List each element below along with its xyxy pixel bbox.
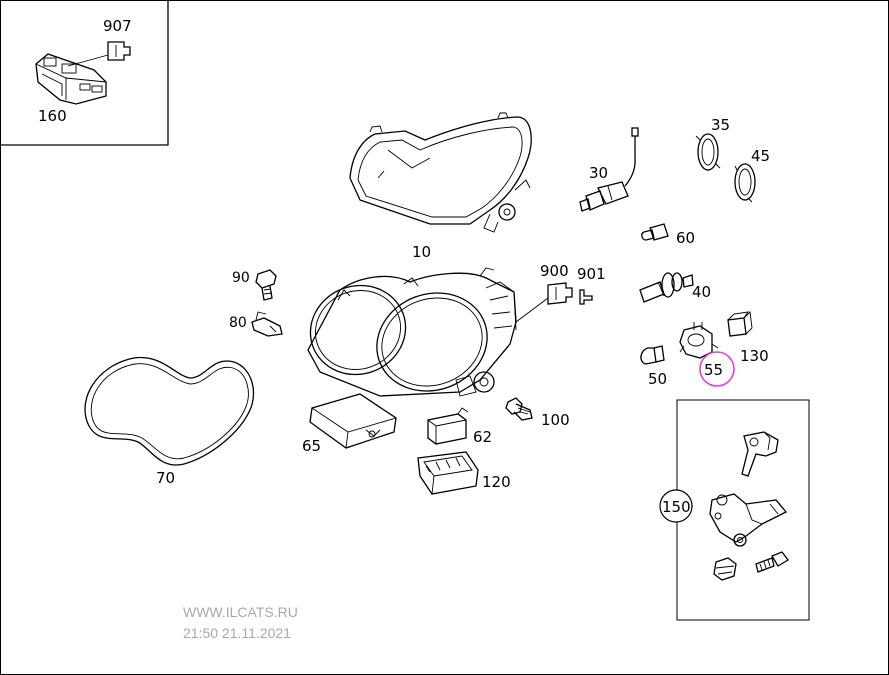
label-900[interactable]: 900 — [540, 262, 569, 280]
part-907-connector[interactable] — [107, 41, 131, 61]
label-55[interactable]: 55 — [704, 361, 723, 379]
label-130[interactable]: 130 — [740, 347, 769, 365]
label-90[interactable]: 90 — [232, 270, 250, 286]
label-120[interactable]: 120 — [482, 473, 511, 491]
label-65[interactable]: 65 — [302, 437, 321, 455]
part-150-nut[interactable] — [713, 557, 737, 581]
part-60-small-bulb[interactable] — [641, 223, 669, 241]
inset-box-150 — [676, 399, 810, 621]
headlamp-lens-assembly[interactable] — [298, 267, 517, 406]
label-62[interactable]: 62 — [473, 428, 492, 446]
label-100[interactable]: 100 — [541, 411, 570, 429]
label-907[interactable]: 907 — [103, 17, 132, 35]
label-901[interactable]: 901 — [577, 265, 606, 283]
part-100-screw[interactable] — [505, 397, 533, 421]
label-35[interactable]: 35 — [711, 116, 730, 134]
part-62-cover[interactable] — [427, 407, 469, 445]
part-30-bulb-with-lead[interactable] — [579, 127, 639, 212]
part-35-retaining-ring[interactable] — [695, 133, 721, 171]
part-900-connector[interactable] — [547, 282, 573, 305]
label-30[interactable]: 30 — [589, 164, 608, 182]
label-60[interactable]: 60 — [676, 229, 695, 247]
part-150-bracket-top[interactable] — [741, 431, 779, 477]
inset-box-top-left — [0, 0, 169, 146]
part-45-ring[interactable] — [734, 163, 756, 203]
highlight-circle-55 — [699, 351, 735, 387]
part-55-socket[interactable] — [679, 322, 719, 359]
part-90-screw[interactable] — [255, 269, 277, 301]
label-160[interactable]: 160 — [38, 107, 67, 125]
part-65-control-unit[interactable] — [309, 393, 397, 449]
part-150-bracket-lower[interactable] — [709, 493, 788, 547]
part-10-headlamp-housing[interactable] — [349, 112, 532, 233]
label-70[interactable]: 70 — [156, 469, 175, 487]
label-45[interactable]: 45 — [751, 147, 770, 165]
leader-900 — [515, 297, 549, 323]
part-80-clip[interactable] — [251, 311, 283, 337]
label-50[interactable]: 50 — [648, 370, 667, 388]
part-50-bulb[interactable] — [640, 345, 665, 365]
part-40-bulb[interactable] — [639, 272, 694, 303]
label-40[interactable]: 40 — [692, 283, 711, 301]
label-10[interactable]: 10 — [412, 243, 431, 261]
callout-circle-150 — [659, 489, 693, 523]
part-70-gasket[interactable] — [84, 356, 255, 466]
label-150[interactable]: 150 — [662, 498, 691, 516]
part-901-pin[interactable] — [579, 289, 593, 305]
part-160-module[interactable] — [35, 53, 107, 105]
part-120-tray[interactable] — [417, 451, 479, 495]
label-80[interactable]: 80 — [229, 315, 247, 331]
watermark-timestamp: 21:50 21.11.2021 — [183, 625, 291, 641]
part-150-screw[interactable] — [755, 551, 789, 573]
watermark-site: WWW.ILCATS.RU — [183, 604, 298, 620]
part-130-cap[interactable] — [727, 311, 753, 337]
